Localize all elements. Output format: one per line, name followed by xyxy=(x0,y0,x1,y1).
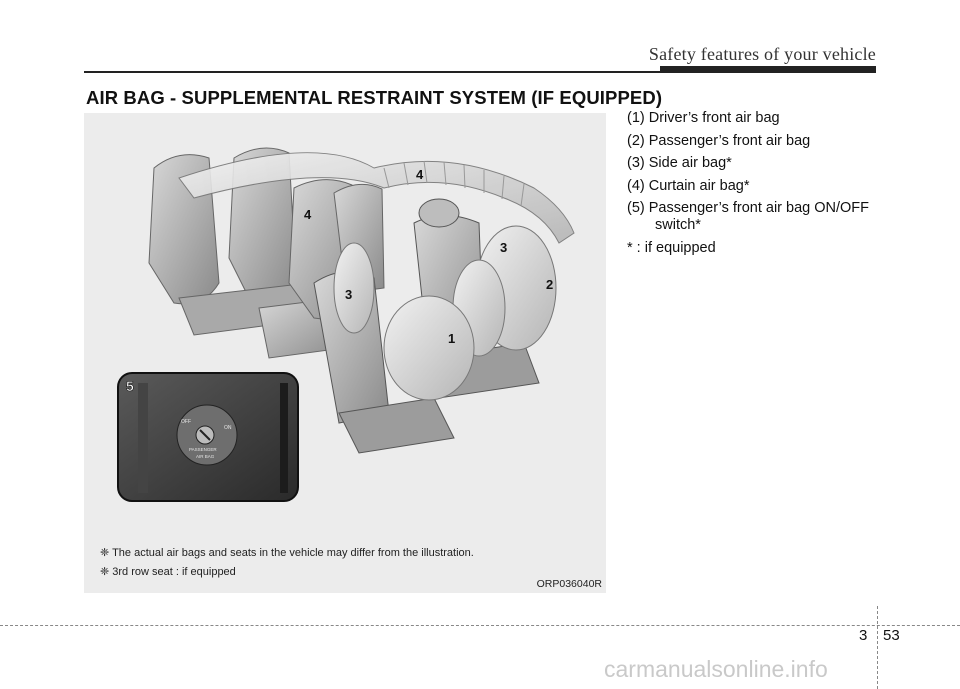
legend-item-driver-front: (1) Driver’s front air bag xyxy=(627,110,780,126)
switch-on-label: ON xyxy=(224,425,232,431)
callout-1: 1 xyxy=(448,331,455,346)
airbag-switch-inset: OFF ON PASSENGER AIR BAG 5 xyxy=(117,372,299,502)
legend-item-passenger-front: (2) Passenger’s front air bag xyxy=(627,132,811,149)
legend-item-switch: (5) Passenger’s front air bag ON/OFF swi… xyxy=(627,200,897,234)
airbag-seats-drawing: 4 4 3 3 2 1 OFF ON PASSENGER AIR BAG 5 xyxy=(117,147,575,502)
callout-4-a: 4 xyxy=(416,167,424,182)
footer-rule xyxy=(0,625,960,626)
legend-footnote: * : if equipped xyxy=(627,239,716,256)
figure-code: ORP036040R xyxy=(536,578,602,590)
figure-note-illustration: ❈ The actual air bags and seats in the v… xyxy=(100,547,474,559)
header-rule-thick xyxy=(660,66,876,72)
section-heading: AIR BAG - SUPPLEMENTAL RESTRAINT SYSTEM … xyxy=(86,87,663,108)
footer-divider xyxy=(877,606,878,689)
switch-label-line1: PASSENGER xyxy=(189,447,217,452)
chapter-number: 3 xyxy=(859,627,868,644)
driver-seat xyxy=(313,271,455,454)
running-header: Safety features of your vehicle xyxy=(648,44,876,64)
legend-item-switch-line2: switch* xyxy=(655,217,701,233)
figure-note-third-row: ❈ 3rd row seat : if equipped xyxy=(100,566,236,578)
legend-item-curtain: (4) Curtain air bag* xyxy=(627,177,750,194)
callout-4-b: 4 xyxy=(304,207,312,222)
legend-item-side: (3) Side air bag* xyxy=(627,155,732,171)
header-rule xyxy=(84,71,876,73)
watermark: carmanualsonline.info xyxy=(604,656,828,682)
legend-item-switch-line1: (5) Passenger’s front air bag ON/OFF xyxy=(627,200,870,216)
switch-label-line2: AIR BAG xyxy=(196,454,215,459)
curtain-air-bag xyxy=(178,152,575,244)
airbag-illustration: 4 4 3 3 2 1 OFF ON PASSENGER AIR BAG 5 ❈… xyxy=(84,113,606,593)
callout-3-a: 3 xyxy=(500,240,507,255)
callout-5: 5 xyxy=(126,378,134,394)
driver-front-air-bag xyxy=(383,295,475,401)
airbag-legend: (1) Driver’s front air bag (2) Passenger… xyxy=(627,110,897,262)
driver-side-air-bag xyxy=(333,242,375,334)
callout-2: 2 xyxy=(546,277,553,292)
switch-off-label: OFF xyxy=(181,419,191,425)
page-number: 53 xyxy=(883,627,900,644)
callout-3-b: 3 xyxy=(345,287,352,302)
